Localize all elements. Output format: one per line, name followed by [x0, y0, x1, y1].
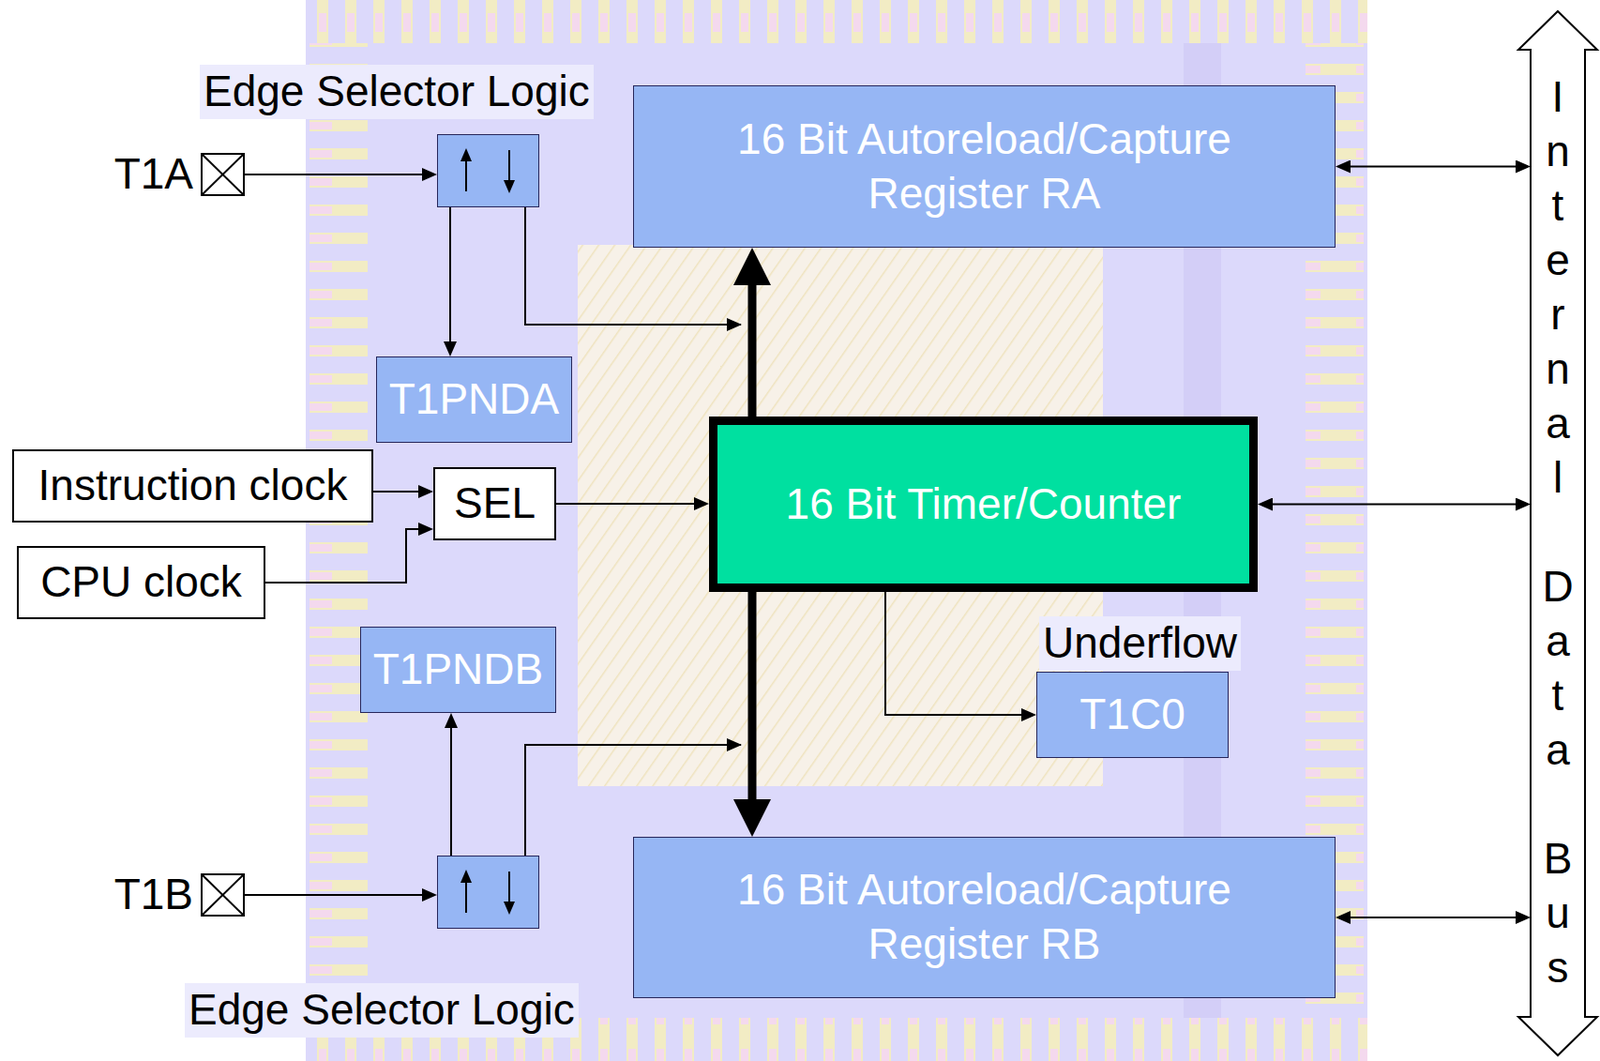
pending-flag: T1PNDA	[376, 356, 573, 443]
pending-flag: T1PNDB	[360, 626, 557, 713]
rising-edge-arrow	[460, 148, 472, 162]
bus-letter: t	[1541, 178, 1573, 233]
heading-label: Edge Selector Logic	[184, 982, 579, 1038]
signal-arrow	[373, 490, 420, 493]
bus-letter: n	[1541, 123, 1573, 179]
bus-letter: a	[1541, 613, 1573, 668]
pin-cross-line	[202, 875, 243, 915]
pin-cross-line	[202, 154, 243, 195]
box-label: CPU clock	[40, 555, 242, 610]
signal-arrow	[450, 726, 453, 856]
falling-edge-arrow	[508, 871, 511, 906]
clock-source: CPU clock	[16, 545, 266, 619]
rising-edge-arrow	[465, 157, 468, 192]
pad-column	[309, 43, 368, 1018]
box-label: 16 Bit Autoreload/Capture Register RA	[694, 112, 1276, 222]
bus-letter	[1541, 504, 1573, 559]
bus-letter: I	[1541, 69, 1573, 124]
pin-terminal: T1B	[200, 873, 245, 917]
rising-edge-arrow	[460, 869, 472, 883]
box-label: 16 Bit Timer/Counter	[785, 477, 1182, 532]
bus-letter: r	[1541, 286, 1573, 342]
bus-letter: D	[1541, 558, 1573, 614]
signal-arrow	[1349, 166, 1517, 168]
die-area	[305, 0, 1368, 1061]
timer-counter: 16 Bit Timer/Counter	[709, 416, 1258, 592]
signal-arrow	[265, 528, 420, 583]
pin-cross	[202, 154, 243, 195]
signal-arrow	[885, 591, 1023, 715]
bus-label: Internal Data Bus	[1541, 69, 1573, 995]
capture-register: 16 Bit Autoreload/Capture Register RB	[633, 836, 1336, 998]
bus-letter: a	[1541, 395, 1573, 451]
falling-edge-arrow	[503, 901, 515, 915]
box-label: Instruction clock	[38, 458, 348, 514]
bus-double-arrow	[1518, 11, 1598, 1056]
rising-edge-arrow	[465, 878, 468, 913]
box-label: SEL	[453, 476, 536, 531]
connector-group	[244, 166, 1517, 919]
clock-source: Instruction clock	[12, 449, 374, 523]
data-path-arrow	[748, 591, 757, 800]
capture-register: 16 Bit Autoreload/Capture Register RA	[633, 85, 1336, 248]
box-label: T1C0	[1079, 687, 1185, 742]
pin-name: T1B	[114, 867, 194, 922]
clock-select: SEL	[433, 467, 557, 541]
falling-edge-arrow	[503, 180, 515, 194]
signal-arrow	[1271, 503, 1517, 506]
data-path-arrow	[748, 284, 757, 417]
data-bus: Internal Data Bus	[1530, 10, 1585, 1057]
bus-letter: u	[1541, 885, 1573, 940]
pad-row	[305, 0, 1368, 44]
underflow-flag: UnderflowT1C0	[1036, 671, 1229, 758]
signal-arrow	[244, 893, 423, 896]
pin-cross-line	[202, 154, 243, 195]
edge-selector: Edge Selector Logic	[437, 134, 540, 208]
bus-letter: s	[1541, 939, 1573, 995]
bus-letter: l	[1541, 450, 1573, 505]
pin-name: T1A	[114, 147, 194, 202]
bus-letter: e	[1541, 232, 1573, 287]
bus-letter: n	[1541, 341, 1573, 396]
box-label: 16 Bit Autoreload/Capture Register RB	[694, 862, 1276, 972]
signal-arrow	[244, 173, 423, 176]
edge-symbol	[437, 135, 538, 206]
edge-selector: Edge Selector Logic	[437, 855, 540, 929]
edge-symbol	[437, 856, 538, 927]
signal-arrow	[449, 207, 452, 343]
box-label: T1PNDA	[389, 372, 559, 427]
pin-terminal: T1A	[200, 152, 245, 197]
pin-cross-line	[202, 875, 243, 915]
heading-label: Edge Selector Logic	[199, 64, 594, 120]
bus-letter: t	[1541, 667, 1573, 723]
box-label: T1PNDB	[373, 642, 544, 697]
bus-letter	[1541, 776, 1573, 831]
pin-cross	[202, 875, 243, 915]
signal-arrow	[1349, 916, 1517, 919]
bus-letter: B	[1541, 830, 1573, 886]
bus-letter: a	[1541, 722, 1573, 777]
heading-label: Underflow	[1039, 616, 1241, 671]
signal-arrow	[556, 502, 695, 505]
falling-edge-arrow	[508, 150, 511, 184]
